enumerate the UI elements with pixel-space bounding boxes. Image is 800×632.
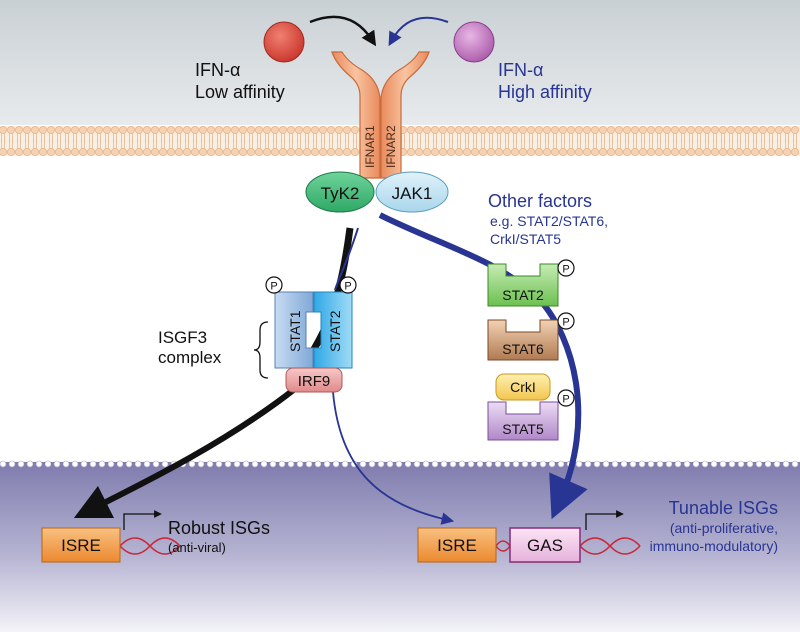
tunable-isgs-title: Tunable ISGs xyxy=(669,498,778,518)
crkl-factor: CrkI xyxy=(495,373,551,401)
crkl-factor-label: CrkI xyxy=(510,379,536,395)
dna-strand-mid-b xyxy=(495,545,511,552)
stat5-factor-phosphate-label: P xyxy=(562,394,569,406)
robust-isgs-title: Robust ISGs xyxy=(168,518,270,538)
isre-right-label: ISRE xyxy=(437,536,477,555)
other-factors-line2: CrkI/STAT5 xyxy=(490,231,561,247)
stat2-factor-phosphate-label: P xyxy=(562,264,569,276)
high-affinity-binding-arrow xyxy=(388,16,449,47)
stat6-factor-label: STAT6 xyxy=(502,341,544,357)
ifnar1-chain xyxy=(331,51,381,179)
irf9-protein xyxy=(285,367,343,393)
ifnar1-label: IFNAR1 xyxy=(363,125,377,168)
tyk2-kinase xyxy=(305,171,375,213)
tunable-isg-gene: ISRE GAS Tunable ISGs (anti-proliferativ… xyxy=(417,498,778,563)
isgf3-complex: STAT1 STAT2 IRF9 P P ISGF3 complex xyxy=(158,276,357,393)
other-factors-line1: e.g. STAT2/STAT6, xyxy=(490,213,608,229)
dna-strand-left-b xyxy=(119,537,181,555)
robust-isg-gene: ISRE Robust ISGs (anti-viral) xyxy=(41,510,270,563)
stat5-factor-label: STAT5 xyxy=(502,421,544,437)
isre-left-element xyxy=(41,527,121,563)
stat2-factor-label: STAT2 xyxy=(502,287,544,303)
isgf3-stat2-label: STAT2 xyxy=(327,310,343,352)
stat1-phosphate xyxy=(265,276,283,294)
stat1-label: STAT1 xyxy=(287,310,303,352)
ifnar2-label: IFNAR2 xyxy=(384,125,398,168)
isre-tunable-arrow xyxy=(332,391,455,525)
stat2-phosphate-label: P xyxy=(344,281,351,293)
stat2-phosphate xyxy=(339,276,357,294)
stat5-factor: STAT5 P xyxy=(487,389,575,441)
stat6-factor-phosphate xyxy=(557,312,575,330)
isgf3-complex-label: complex xyxy=(158,348,222,367)
other-factors-title: Other factors xyxy=(488,191,592,211)
jak1-label: JAK1 xyxy=(392,184,433,203)
isgf3-label: ISGF3 xyxy=(158,328,207,347)
jak1-kinase xyxy=(375,171,449,213)
ifnar-receptor: IFNAR1 IFNAR2 xyxy=(331,51,430,179)
stat2-activation-line xyxy=(334,227,359,291)
isgf3-brace xyxy=(253,321,269,379)
robust-isg-arrow xyxy=(73,385,298,519)
tunable-isgs-subtitle-1: (anti-proliferative, xyxy=(670,520,778,536)
irf9-label: IRF9 xyxy=(298,373,331,390)
nuclear-membrane xyxy=(0,460,799,468)
stat6-factor-phosphate-label: P xyxy=(562,317,569,329)
stat6-factor: STAT6 P xyxy=(487,312,575,361)
dna-strand-right-b xyxy=(579,537,641,555)
isre-left-label: ISRE xyxy=(61,536,101,555)
stat2-factor-phosphate xyxy=(557,259,575,277)
stat1-phosphate-label: P xyxy=(270,281,277,293)
gas-label: GAS xyxy=(527,536,563,555)
stat2-protein xyxy=(313,291,353,369)
robust-transcription-arrow xyxy=(123,510,162,530)
low-affinity-label: Low affinity xyxy=(195,82,285,102)
ifnar2-chain xyxy=(380,51,430,179)
high-ligand-name: IFN-α xyxy=(498,60,543,80)
stat5-factor-phosphate xyxy=(557,389,575,407)
dna-strand-mid-a xyxy=(495,540,511,547)
tunable-isgs-subtitle-2: immuno-modulatory) xyxy=(650,538,778,554)
gas-element xyxy=(509,527,581,563)
stat1-protein xyxy=(274,291,314,369)
ifn-alpha-high-ligand xyxy=(453,21,495,63)
robust-isgs-subtitle: (anti-viral) xyxy=(168,540,226,555)
tunable-transcription-arrow xyxy=(585,510,624,530)
low-affinity-binding-arrow xyxy=(309,15,377,47)
high-affinity-label: High affinity xyxy=(498,82,592,102)
tyk2-label: TyK2 xyxy=(321,184,360,203)
isre-right-element xyxy=(417,527,497,563)
low-ligand-name: IFN-α xyxy=(195,60,240,80)
ifn-alpha-low-ligand xyxy=(263,21,305,63)
stat2-factor: STAT2 P xyxy=(487,259,575,307)
